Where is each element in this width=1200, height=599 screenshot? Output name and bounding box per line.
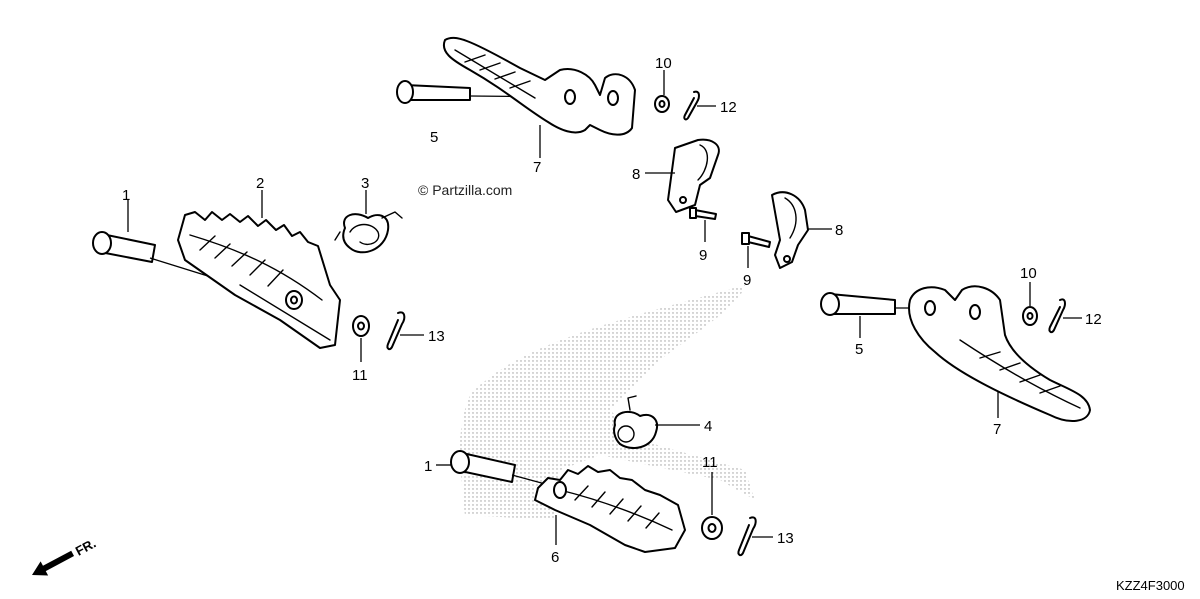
callout-4: 4: [704, 418, 712, 435]
callout-7-right: 7: [993, 421, 1001, 438]
callout-8-left: 8: [632, 166, 640, 183]
washer-11-left: [352, 315, 370, 362]
callout-1-bottom: 1: [424, 458, 432, 475]
callout-12-top: 12: [720, 99, 737, 116]
dotted-shading: [460, 285, 755, 520]
washer-10-top: [654, 70, 670, 113]
bracket-8-left: [645, 138, 720, 213]
callout-9-right: 9: [743, 272, 751, 289]
callout-13-left: 13: [428, 328, 445, 345]
washer-10-right: [1022, 282, 1038, 326]
cotter-pin-12-top: [683, 90, 716, 121]
pin-1-bottom: [436, 450, 561, 489]
diagram-code: KZZ4F3000: [1116, 578, 1185, 593]
callout-1-left: 1: [122, 187, 130, 204]
lower-peg-assembly: [436, 395, 773, 557]
washer-11-bottom: [701, 472, 723, 540]
callout-10-right: 10: [1020, 265, 1037, 282]
callout-10-top: 10: [655, 55, 672, 72]
callout-2: 2: [256, 175, 264, 192]
direction-label: FR.: [73, 536, 99, 559]
callout-11-bottom: 11: [702, 454, 718, 471]
callout-13-bottom: 13: [777, 530, 794, 547]
peg-2: [177, 190, 341, 349]
spring-3: [334, 190, 403, 254]
cotter-pin-12-right: [1048, 298, 1082, 334]
peg-6: [534, 465, 686, 553]
callout-5-top: 5: [430, 129, 438, 146]
right-peg-assembly: [820, 282, 1091, 422]
callout-5-right: 5: [855, 341, 863, 358]
cotter-pin-13-bottom: [737, 516, 773, 557]
upper-peg-assembly: [396, 36, 716, 158]
bracket-8-right: [771, 191, 832, 269]
direction-arrow-icon: [32, 550, 75, 576]
callout-12-right: 12: [1085, 311, 1102, 328]
watermark-text: © Partzilla.com: [418, 182, 512, 198]
peg-7-top: [442, 36, 636, 158]
callout-3: 3: [361, 175, 369, 192]
front-direction-indicator: FR.: [32, 536, 99, 576]
bolt-9-left: [689, 207, 717, 242]
cotter-pin-13-left: [386, 311, 424, 351]
spring-4: [613, 395, 700, 449]
callout-7-top: 7: [533, 159, 541, 176]
bolt-9-right: [741, 232, 771, 268]
left-peg-assembly: [92, 190, 424, 362]
callout-9-left: 9: [699, 247, 707, 264]
callout-labels: 1 2 3 5 7 10 12 8 9 9 8 11 13 10 12 5 7 …: [122, 55, 1102, 566]
pin-5-right: [820, 292, 935, 338]
callout-11-left: 11: [352, 367, 368, 384]
pin-5-top: [396, 80, 566, 104]
callout-8-right: 8: [835, 222, 843, 239]
callout-6: 6: [551, 549, 559, 566]
peg-7-right: [908, 285, 1091, 422]
